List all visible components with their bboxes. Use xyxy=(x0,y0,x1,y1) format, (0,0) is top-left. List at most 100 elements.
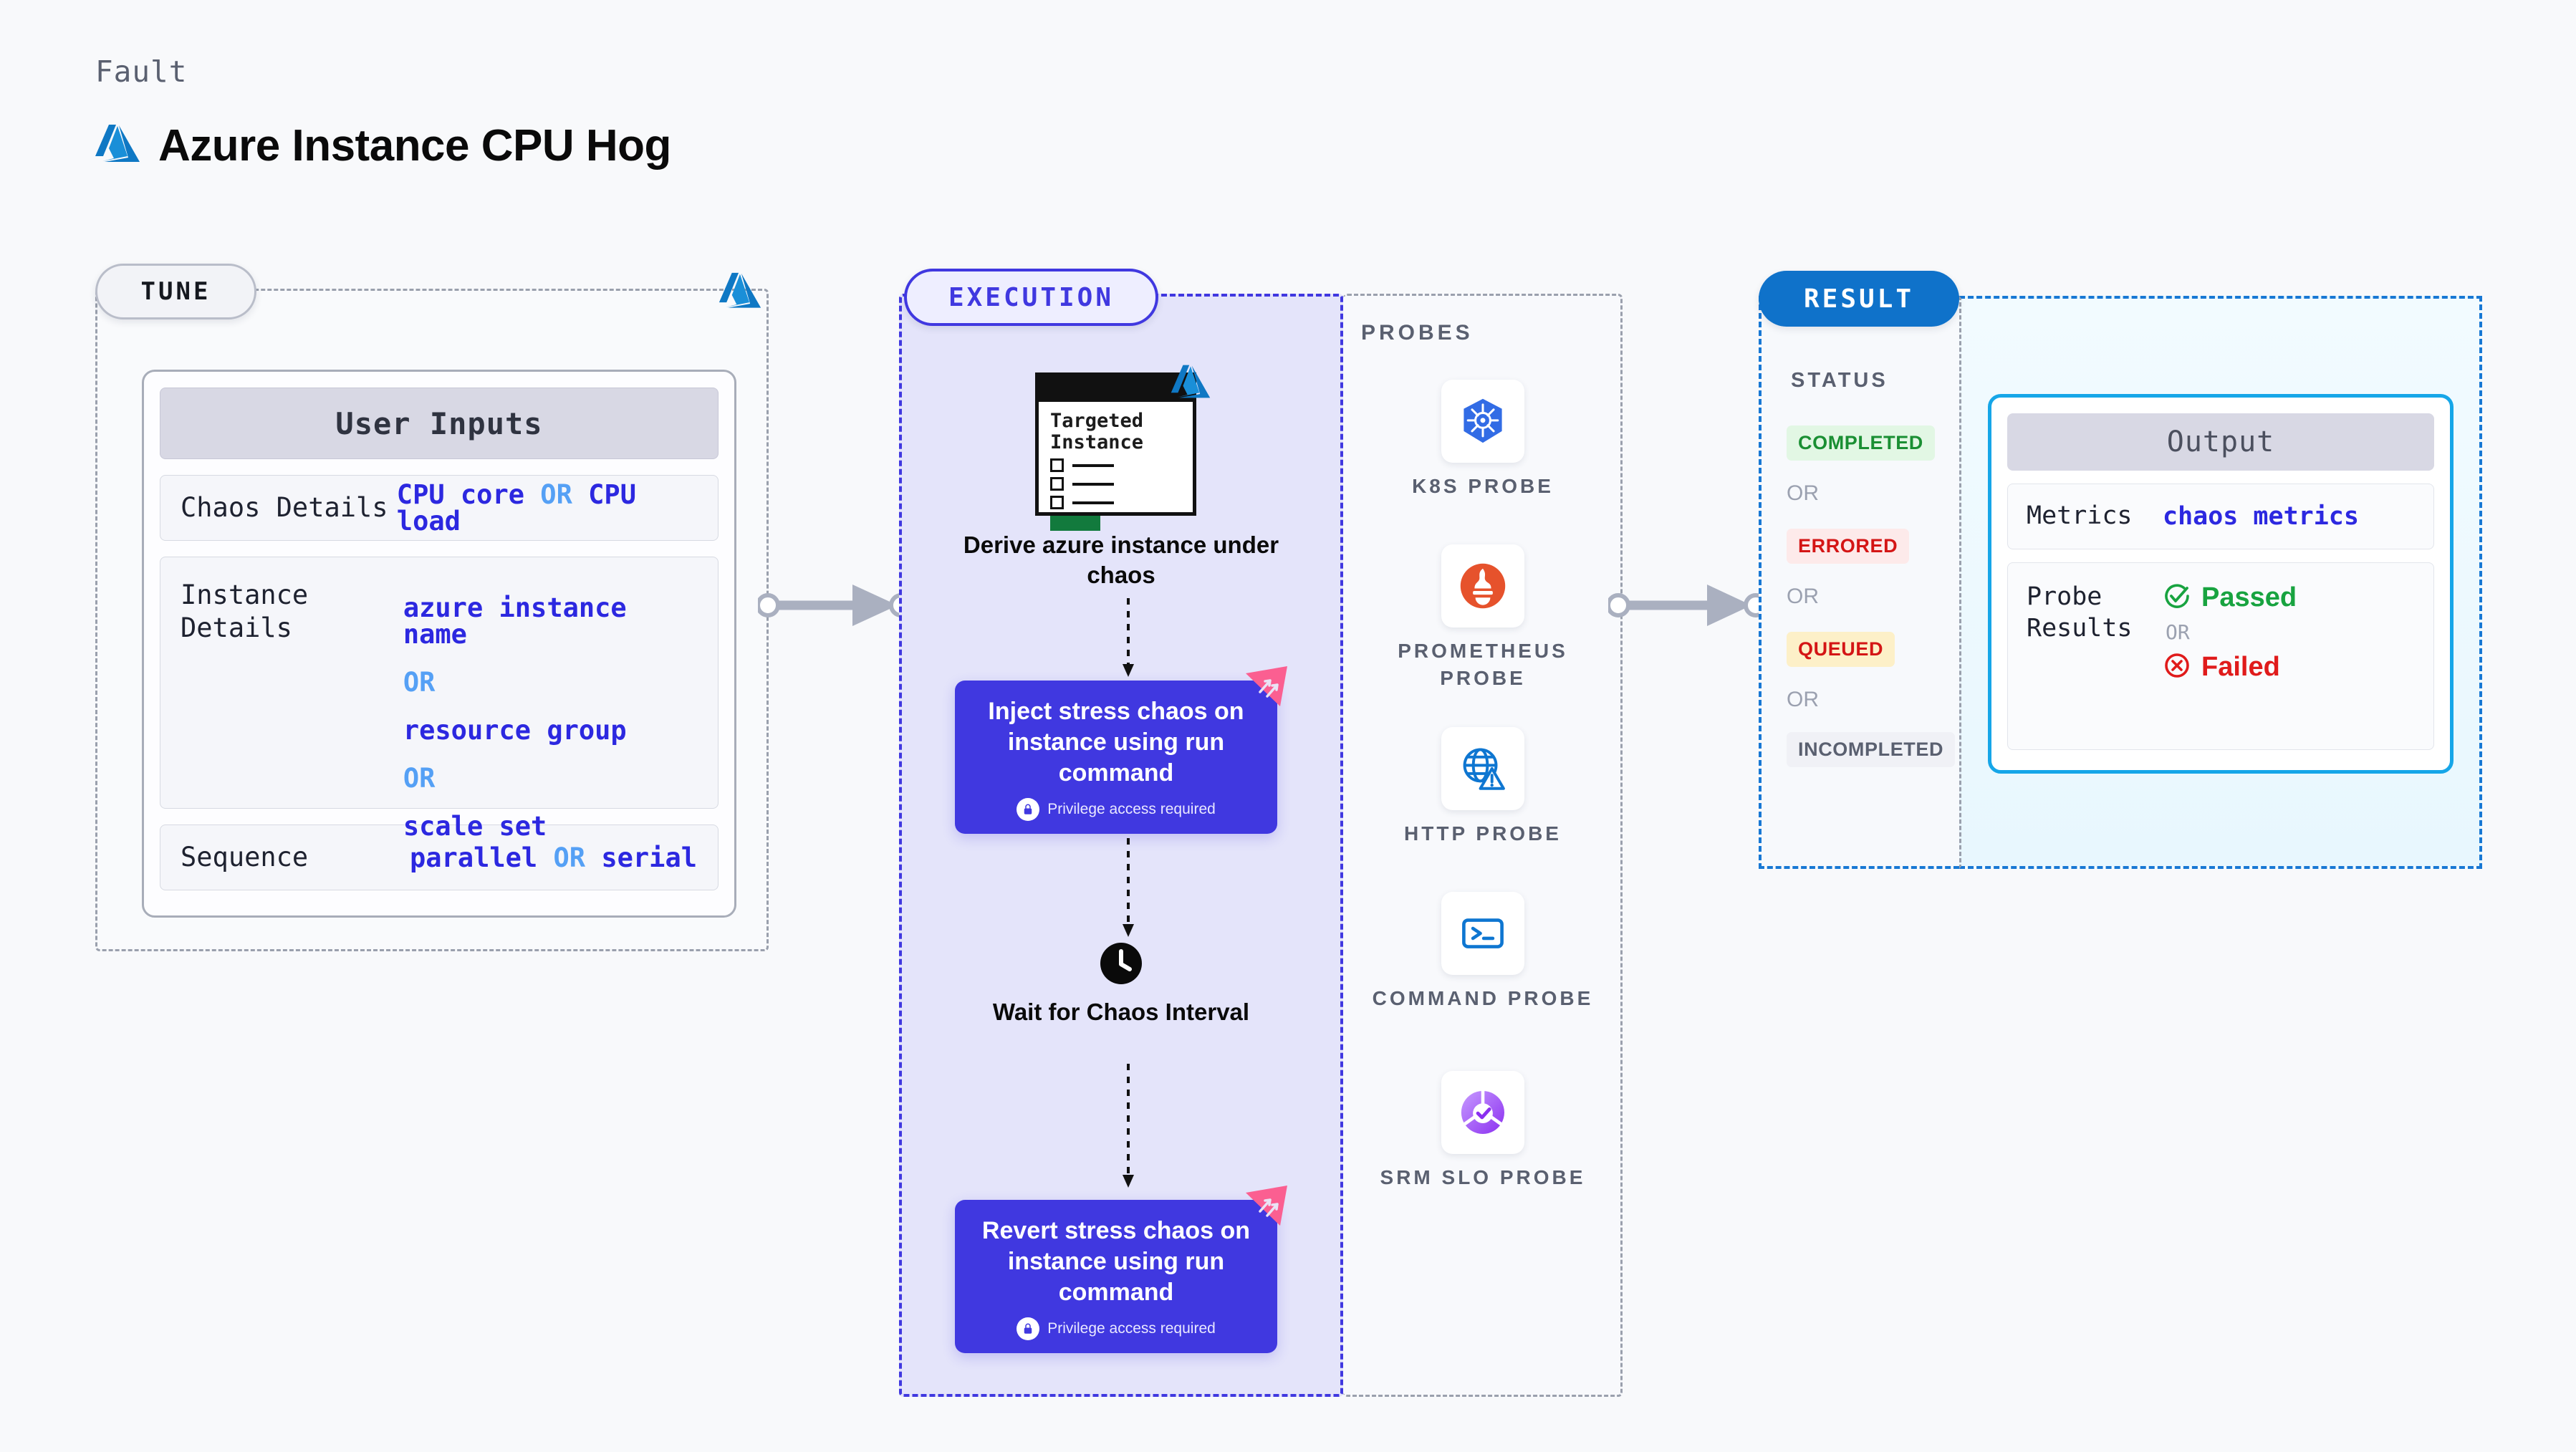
probe-label-http: HTTP PROBE xyxy=(1404,822,1562,845)
checkbox-icon xyxy=(1050,496,1064,510)
probe-item-srm-slo[interactable]: SRM SLO PROBE xyxy=(1361,1071,1605,1191)
line-placeholder xyxy=(1072,501,1114,504)
status-bar-green xyxy=(1050,516,1100,532)
http-globe-icon xyxy=(1441,727,1524,810)
probe-result-separator: OR xyxy=(2166,620,2190,644)
line-placeholder xyxy=(1072,482,1114,486)
wait-interval-caption: Wait for Chaos Interval xyxy=(992,999,1250,1025)
status-separator-1: OR xyxy=(1787,481,1819,505)
checklist-item xyxy=(1050,477,1193,491)
line-placeholder xyxy=(1072,463,1114,467)
instance-details-values: azure instance name OR resource group OR… xyxy=(403,579,698,840)
prometheus-icon xyxy=(1441,544,1524,628)
fault-kicker: Fault xyxy=(95,54,188,89)
metrics-label: Metrics xyxy=(2027,501,2133,531)
instance-value-3: scale set xyxy=(403,811,547,842)
probe-item-http[interactable]: HTTP PROBE xyxy=(1361,727,1605,847)
azure-logo-icon xyxy=(95,122,140,170)
probes-title: PROBES xyxy=(1361,321,1474,345)
tune-badge[interactable]: TUNE xyxy=(95,264,256,319)
lock-icon xyxy=(1017,798,1040,822)
revert-privilege-text: Privilege access required xyxy=(1047,1320,1216,1337)
sequence-label: Sequence xyxy=(181,841,309,872)
flow-arrow-1 xyxy=(1123,598,1134,677)
probe-label-command: COMMAND PROBE xyxy=(1372,987,1594,1009)
checkbox-icon xyxy=(1050,458,1064,473)
output-title: Output xyxy=(2007,413,2434,471)
page-title: Azure Instance CPU Hog xyxy=(95,120,671,171)
sequence-or-1: OR xyxy=(553,842,586,873)
connector-execution-to-result xyxy=(1608,585,1768,626)
check-circle-icon xyxy=(2163,582,2191,613)
probe-item-prometheus[interactable]: PROMETHEUS PROBE xyxy=(1361,544,1605,692)
chaos-value-2: CPU load xyxy=(396,479,636,537)
chaos-details-row: Chaos Details CPU core OR CPU load xyxy=(160,475,719,541)
revert-step-title: Revert stress chaos on instance using ru… xyxy=(981,1217,1251,1306)
execution-panel: Targeted Instance Derive azure xyxy=(899,294,1343,1397)
targeted-line-2: Instance xyxy=(1050,431,1144,454)
instance-or-1: OR xyxy=(403,667,436,698)
azure-logo-icon-tune-corner xyxy=(718,271,762,319)
page-title-text: Azure Instance CPU Hog xyxy=(158,121,671,170)
sequence-value-1: parallel xyxy=(410,842,538,873)
probe-result-passed: Passed xyxy=(2163,582,2297,613)
inject-privilege-note: Privilege access required xyxy=(968,798,1264,822)
srm-slo-icon xyxy=(1441,1071,1524,1154)
revert-stress-chaos-card[interactable]: Revert stress chaos on instance using ru… xyxy=(955,1186,1287,1354)
checklist-item xyxy=(1050,496,1193,510)
derive-instance-caption: Derive azure instance under chaos xyxy=(963,532,1279,589)
checklist-item xyxy=(1050,458,1193,473)
targeted-card-body: Targeted Instance xyxy=(1039,402,1193,532)
status-badge-queued: QUEUED xyxy=(1787,632,1895,667)
user-inputs-card: User Inputs Chaos Details CPU core OR CP… xyxy=(142,370,736,918)
probe-item-k8s[interactable]: K8S PROBE xyxy=(1361,380,1605,500)
kubernetes-icon xyxy=(1441,380,1524,463)
metrics-row: Metrics chaos metrics xyxy=(2007,484,2434,549)
status-badge-incompleted: INCOMPLETED xyxy=(1787,732,1956,767)
probes-panel xyxy=(1343,294,1623,1397)
status-badge-errored: ERRORED xyxy=(1787,529,1910,564)
probe-failed-label: Failed xyxy=(2201,651,2280,682)
tune-panel: User Inputs Chaos Details CPU core OR CP… xyxy=(95,289,769,951)
wait-interval-node: Wait for Chaos Interval xyxy=(899,942,1343,1027)
chaos-details-values: CPU core OR CPU load xyxy=(397,481,698,534)
status-separator-3: OR xyxy=(1787,688,1819,711)
targeted-card-title: Targeted Instance xyxy=(1050,410,1193,453)
probe-results-values: Passed OR Failed xyxy=(2163,582,2297,683)
inject-step-title: Inject stress chaos on instance using ru… xyxy=(988,698,1244,787)
chaos-or-1: OR xyxy=(540,479,572,510)
status-title: STATUS xyxy=(1791,369,1888,392)
probe-label-k8s: K8S PROBE xyxy=(1412,475,1554,497)
status-badge-completed: COMPLETED xyxy=(1787,425,1935,461)
targeted-instance-card: Targeted Instance xyxy=(1035,365,1211,532)
status-separator-2: OR xyxy=(1787,585,1819,608)
revert-privilege-note: Privilege access required xyxy=(968,1317,1264,1341)
probe-result-failed: Failed xyxy=(2163,651,2297,683)
inject-privilege-text: Privilege access required xyxy=(1047,801,1216,818)
sequence-values: parallel OR serial xyxy=(410,845,697,871)
metrics-value: chaos metrics xyxy=(2163,502,2359,531)
targeted-card-titlebar xyxy=(1039,376,1193,402)
flow-arrow-2 xyxy=(1123,838,1134,937)
probe-item-command[interactable]: COMMAND PROBE xyxy=(1361,892,1605,1012)
azure-logo-icon-card xyxy=(1170,363,1211,408)
chaos-value-1: CPU core xyxy=(396,479,525,510)
clock-icon xyxy=(1100,942,1143,989)
execution-badge[interactable]: EXECUTION xyxy=(904,269,1158,326)
probe-label-srm-slo: SRM SLO PROBE xyxy=(1380,1166,1586,1188)
result-status-column xyxy=(1759,296,1959,869)
sequence-value-2: serial xyxy=(601,842,697,873)
user-inputs-title: User Inputs xyxy=(160,388,719,459)
chaos-details-label: Chaos Details xyxy=(181,491,388,523)
targeted-line-1: Targeted xyxy=(1050,410,1144,432)
probe-passed-label: Passed xyxy=(2201,582,2297,612)
inject-stress-chaos-card[interactable]: Inject stress chaos on instance using ru… xyxy=(955,666,1287,835)
checkbox-icon xyxy=(1050,477,1064,491)
sequence-row: Sequence parallel OR serial xyxy=(160,824,719,890)
result-badge[interactable]: RESULT xyxy=(1759,271,1959,327)
probes-panel-border xyxy=(1343,294,1623,1397)
